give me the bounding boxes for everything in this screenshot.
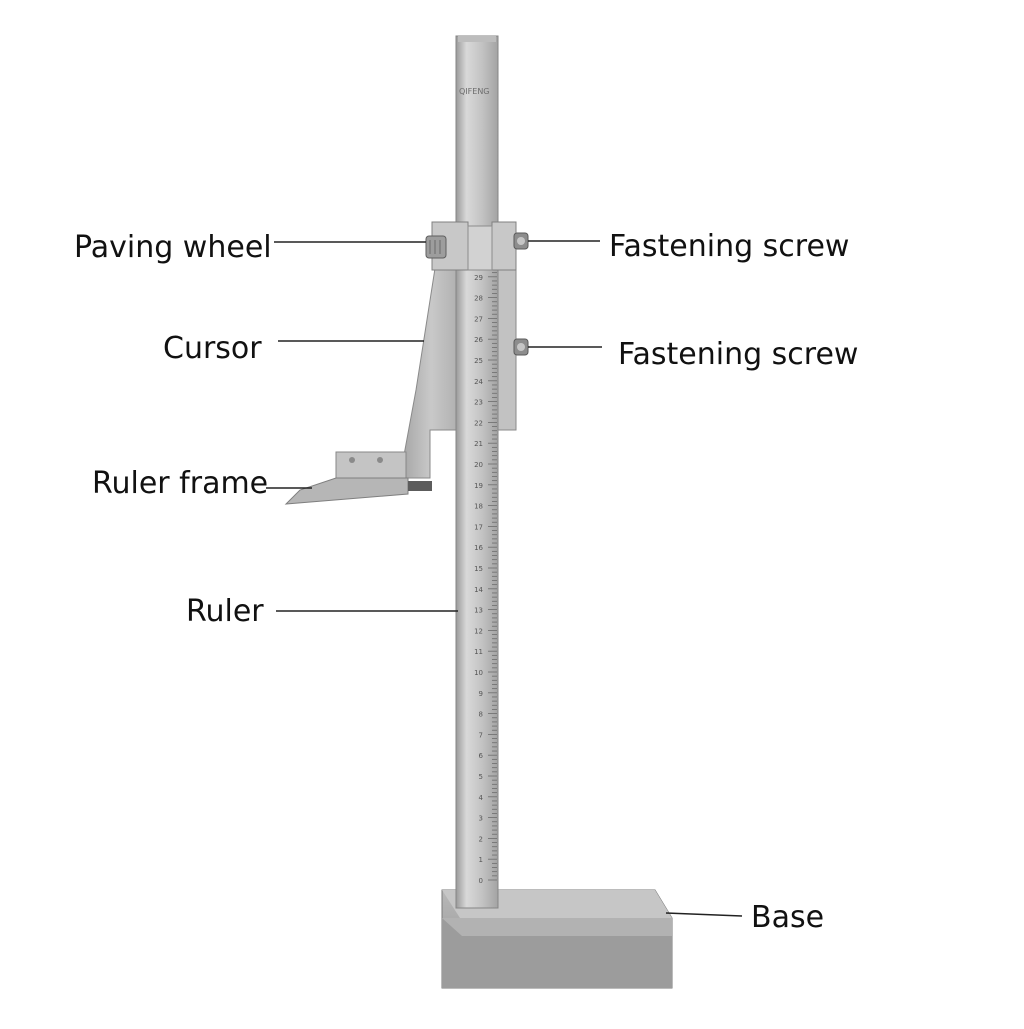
- scale-number: 14: [474, 586, 483, 594]
- label-cursor: Cursor: [163, 331, 262, 366]
- scale-number: 12: [474, 627, 483, 635]
- scale-number: 18: [474, 503, 483, 511]
- scale-number: 6: [479, 752, 484, 760]
- scale-number: 22: [474, 419, 483, 427]
- label-base: Base: [751, 900, 825, 935]
- scale-number: 10: [474, 669, 483, 677]
- label-ruler: Ruler: [186, 594, 264, 629]
- ruler-scale: 3029282726252423222120191817161514131211…: [474, 253, 497, 885]
- label-fastening-screw-top: Fastening screw: [609, 229, 850, 264]
- scale-number: 0: [479, 877, 483, 885]
- scale-number: 23: [474, 399, 483, 407]
- ruler-bar: QIFENG cm 302928272625242322212019181716…: [455, 35, 499, 909]
- scale-number: 21: [474, 440, 483, 448]
- scale-number: 8: [479, 711, 483, 719]
- scale-number: 4: [479, 794, 484, 802]
- scale-number: 5: [479, 773, 483, 781]
- scale-number: 17: [474, 523, 483, 531]
- scale-number: 29: [474, 274, 483, 282]
- ruler-brand-text: QIFENG: [459, 87, 490, 96]
- scale-number: 11: [474, 648, 483, 656]
- scale-number: 2: [479, 835, 483, 843]
- paving-wheel: [425, 235, 447, 259]
- leader-base: [665, 912, 743, 917]
- scale-number: 25: [474, 357, 483, 365]
- fastening-screw-bottom: [513, 338, 529, 356]
- label-ruler-frame: Ruler frame: [92, 466, 269, 501]
- scale-number: 9: [479, 690, 483, 698]
- scale-number: 13: [474, 607, 483, 615]
- scale-number: 26: [474, 336, 483, 344]
- label-paving-wheel: Paving wheel: [74, 230, 272, 265]
- scale-number: 24: [474, 378, 483, 386]
- scale-number: 28: [474, 295, 483, 303]
- scale-number: 16: [474, 544, 483, 552]
- scale-number: 1: [479, 856, 483, 864]
- base-block: [441, 889, 673, 989]
- scale-number: 3: [479, 815, 483, 823]
- fastening-screw-top: [513, 232, 529, 250]
- leader-lines: [266, 240, 743, 917]
- scale-number: 7: [479, 731, 483, 739]
- ruler-frame-arm: [284, 451, 432, 505]
- scale-number: 19: [474, 482, 483, 490]
- scale-number: 15: [474, 565, 483, 573]
- label-fastening-screw-bottom: Fastening screw: [618, 337, 859, 372]
- scale-number: 20: [474, 461, 483, 469]
- scale-number: 27: [474, 315, 483, 323]
